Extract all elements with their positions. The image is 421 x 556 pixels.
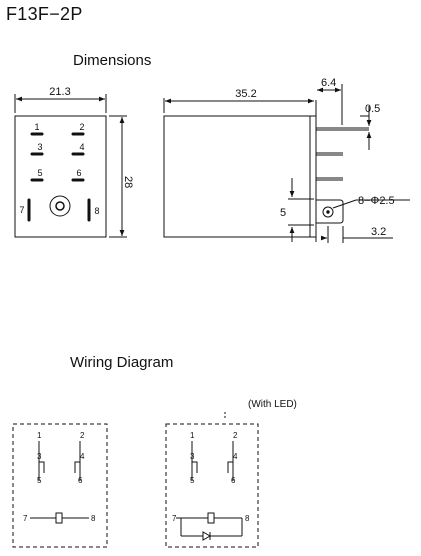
wiring-led-pin-1: 1 xyxy=(190,431,195,440)
wiring-std-pin-1: 1 xyxy=(37,431,42,440)
side-view-outline xyxy=(163,115,311,238)
front-pin-label-1: 1 xyxy=(34,122,39,132)
side-view xyxy=(163,84,410,243)
front-pin-label-5: 5 xyxy=(37,168,42,178)
height-label: 28 xyxy=(122,176,134,188)
mounting-tab xyxy=(316,199,344,224)
wiring-std-pin-6: 6 xyxy=(78,476,83,485)
wiring-with-led xyxy=(165,412,259,548)
wiring-standard xyxy=(12,423,108,548)
terminal-thickness-label: 0.5 xyxy=(365,103,380,115)
led-coil-symbol xyxy=(207,512,215,524)
model-title: F13F−2P xyxy=(6,4,83,24)
hole-spacing-label: 5 xyxy=(280,207,286,219)
dimensions-heading: Dimensions xyxy=(73,52,152,69)
wiring-std-pin-4: 4 xyxy=(80,452,85,461)
wiring-std-pin-7: 7 xyxy=(23,514,28,523)
length-label: 35.2 xyxy=(235,88,256,100)
wiring-led-pin-2: 2 xyxy=(233,431,238,440)
hole-label: 8−Φ2.5 xyxy=(358,195,395,207)
wiring-std-pin-2: 2 xyxy=(80,431,85,440)
front-pin-label-3: 3 xyxy=(37,142,42,152)
front-pin-label-4: 4 xyxy=(79,142,84,152)
front-pin-label-2: 2 xyxy=(79,122,84,132)
wiring-led-pin-4: 4 xyxy=(233,452,238,461)
front-view-outline xyxy=(14,115,107,238)
width-label: 21.3 xyxy=(49,86,70,98)
front-pin-label-6: 6 xyxy=(76,168,81,178)
mounting-hole xyxy=(322,206,334,218)
front-pin-label-8: 8 xyxy=(94,206,99,216)
wiring-led-pin-3: 3 xyxy=(190,452,195,461)
tab-label: 3.2 xyxy=(371,226,386,238)
front-pin-label-7: 7 xyxy=(19,205,24,215)
wiring-led-pin-8: 8 xyxy=(245,514,250,523)
wiring-led-outline xyxy=(165,423,259,548)
wiring-standard-outline xyxy=(12,423,108,548)
wiring-led-pin-5: 5 xyxy=(190,476,195,485)
with-led-note: (With LED) xyxy=(248,399,297,410)
led-window-outer xyxy=(49,195,71,217)
wiring-std-pin-3: 3 xyxy=(37,452,42,461)
coil-symbol xyxy=(55,512,63,524)
terminal-offset-label: 6.4 xyxy=(321,77,336,89)
led-window-inner xyxy=(55,201,65,211)
wiring-led-pin-7: 7 xyxy=(172,514,177,523)
front-view xyxy=(14,94,127,238)
wiring-std-pin-5: 5 xyxy=(37,476,42,485)
wiring-led-pin-6: 6 xyxy=(231,476,236,485)
wiring-std-pin-8: 8 xyxy=(91,514,96,523)
wiring-diagram-heading: Wiring Diagram xyxy=(70,354,174,371)
led-diode-icon xyxy=(202,531,212,541)
